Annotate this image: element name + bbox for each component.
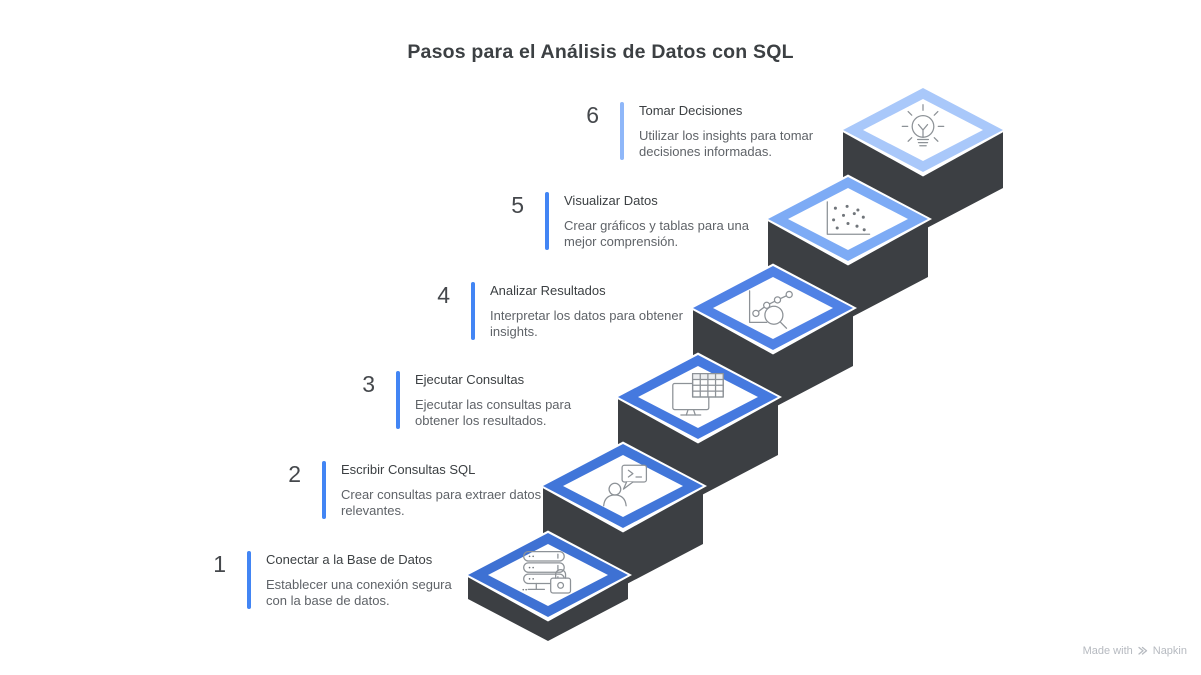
step-description: Interpretar los datos para obtener insig… [490, 308, 683, 339]
step-text-block: Analizar Resultados Interpretar los dato… [490, 282, 722, 340]
step-title: Analizar Resultados [490, 283, 606, 298]
step-top [488, 544, 608, 606]
step-description: Utilizar los insights para tomar decisio… [639, 128, 814, 159]
step-item-2: 2 Escribir Consultas SQL Crear consultas… [267, 461, 573, 519]
step-number: 4 [437, 282, 450, 308]
step-side [468, 575, 628, 641]
step-title: Conectar a la Base de Datos [266, 552, 433, 567]
step-top [563, 455, 683, 517]
step-item-5: 5 Visualizar Datos Crear gráficos y tabl… [490, 192, 796, 250]
step-number: 2 [288, 461, 301, 487]
page-title: Pasos para el Análisis de Datos con SQL [407, 41, 794, 63]
step-text-block: Ejecutar Consultas Ejecutar las consulta… [415, 371, 647, 429]
step-text-block: Escribir Consultas SQL Crear consultas p… [341, 461, 573, 519]
napkin-logo-icon [1138, 646, 1147, 655]
step-accent-bar [471, 282, 475, 340]
watermark: Made with Napkin [1083, 645, 1187, 657]
step-title: Tomar Decisiones [639, 103, 743, 118]
step-top [713, 277, 833, 339]
step-text-block: Tomar Decisiones Utilizar los insights p… [639, 102, 871, 160]
step-item-3: 3 Ejecutar Consultas Ejecutar las consul… [341, 371, 647, 429]
step-number: 5 [511, 192, 524, 218]
step-text-block: Visualizar Datos Crear gráficos y tablas… [564, 192, 796, 250]
step-title: Visualizar Datos [564, 193, 658, 208]
step-accent-bar [396, 371, 400, 429]
lightbulb-icon [901, 104, 945, 147]
step-description: Crear consultas para extraer datos relev… [341, 487, 542, 518]
step-description: Ejecutar las consultas para obtener los … [415, 397, 572, 428]
step-title: Escribir Consultas SQL [341, 462, 476, 477]
step-description: Establecer una conexión segura con la ba… [266, 577, 452, 608]
step-item-4: 4 Analizar Resultados Interpretar los da… [416, 282, 722, 340]
monitor-table-icon [672, 372, 724, 416]
step-number: 1 [213, 551, 226, 577]
step-accent-bar [247, 551, 251, 609]
step-number: 6 [586, 102, 599, 128]
step-item-1: 1 Conectar a la Base de Datos Establecer… [192, 551, 498, 609]
step-title: Ejecutar Consultas [415, 372, 525, 387]
database-lock-icon [522, 550, 572, 594]
watermark-prefix: Made with [1082, 645, 1133, 657]
step-item-6: 6 Tomar Decisiones Utilizar los insights… [565, 102, 871, 160]
user-chat-icon [603, 464, 648, 507]
step-accent-bar [322, 461, 326, 519]
step-top [788, 188, 908, 250]
chart-magnifier-icon [748, 290, 793, 329]
step-accent-bar [620, 102, 624, 160]
step-text-block: Conectar a la Base de Datos Establecer u… [266, 551, 498, 609]
step-platform-5 [764, 174, 932, 319]
scatter-plot-icon [826, 201, 871, 235]
watermark-brand: Napkin [1152, 645, 1187, 657]
step-platform-1 [464, 530, 632, 641]
step-description: Crear gráficos y tablas para una mejor c… [564, 218, 749, 249]
step-platform-6 [839, 85, 1007, 230]
step-accent-bar [545, 192, 549, 250]
step-number: 3 [362, 371, 375, 397]
